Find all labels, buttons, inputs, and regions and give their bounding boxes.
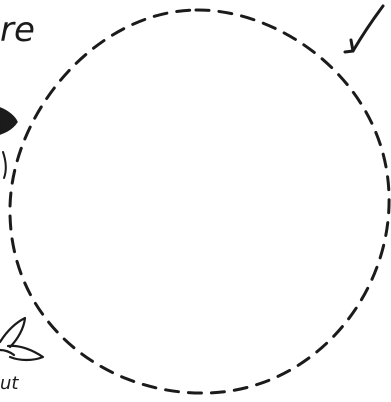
label-bottom-left-fragment: ut	[0, 373, 19, 394]
leaf-icon	[0, 318, 43, 360]
leaf-icon	[3, 152, 6, 178]
dashed-circle	[10, 10, 389, 393]
arrow-icon	[345, 6, 383, 52]
label-top-left-fragment: re	[0, 10, 35, 50]
filled-leaf-icon	[0, 108, 17, 134]
